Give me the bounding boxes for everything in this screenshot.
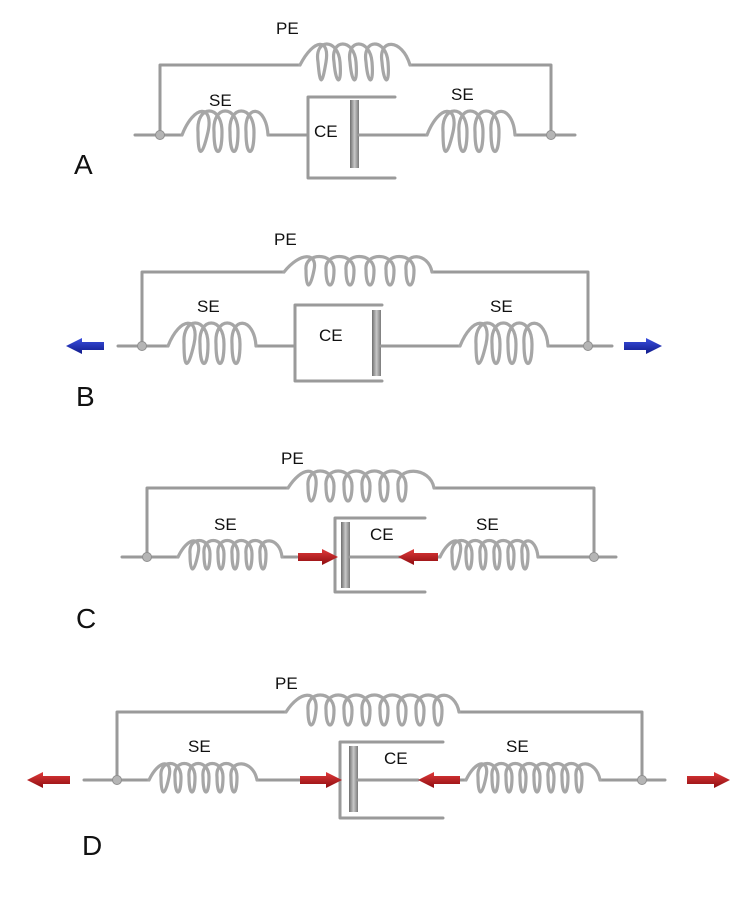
- se-spring-right: [425, 109, 517, 154]
- panel-label-b: B: [76, 381, 95, 412]
- ce-rod: [350, 100, 359, 168]
- se-spring-right: [464, 761, 602, 794]
- pe-top-wire: [115, 710, 644, 782]
- pe-label: PE: [276, 19, 299, 38]
- pe-label: PE: [274, 230, 297, 249]
- arrow-right-icon: [298, 549, 338, 565]
- se-spring-left: [147, 761, 259, 794]
- ce-label: CE: [384, 749, 408, 768]
- arrow-right-icon: [300, 772, 342, 788]
- ce-label: CE: [314, 122, 338, 141]
- panel-a: PE SE CE SE A: [74, 19, 577, 180]
- arrow-right-icon: [624, 338, 662, 354]
- junction-node-left: [112, 775, 122, 785]
- se-label-right: SE: [490, 297, 513, 316]
- pe-spring: [298, 42, 412, 82]
- ce-housing: [293, 303, 384, 383]
- panel-label-d: D: [82, 830, 102, 861]
- se-label-right: SE: [476, 515, 499, 534]
- junction-node-left: [142, 552, 152, 562]
- panel-d: PE SE CE SE D: [27, 674, 730, 861]
- arrow-right-icon: [687, 772, 730, 788]
- ce-label: CE: [370, 525, 394, 544]
- pe-label: PE: [281, 449, 304, 468]
- se-label-left: SE: [209, 91, 232, 110]
- ce-rod: [372, 310, 381, 376]
- se-spring-right: [438, 538, 540, 571]
- se-label-left: SE: [214, 515, 237, 534]
- pe-top-wire: [145, 486, 596, 559]
- junction-node-right: [637, 775, 647, 785]
- panel-b: PE SE CE SE B: [66, 230, 662, 412]
- junction-node-right: [583, 341, 593, 351]
- junction-node-left: [137, 341, 147, 351]
- junction-node-right: [546, 130, 556, 140]
- ce-label: CE: [319, 326, 343, 345]
- pe-label: PE: [275, 674, 298, 693]
- pe-spring: [282, 255, 434, 287]
- se-label-right: SE: [451, 85, 474, 104]
- arrow-left-icon: [66, 338, 104, 354]
- pe-spring: [284, 693, 461, 727]
- ce-housing: [306, 95, 397, 180]
- ce-rod: [341, 522, 350, 588]
- panel-label-c: C: [76, 603, 96, 634]
- arrow-left-icon: [398, 549, 438, 565]
- pe-top-wire: [158, 63, 553, 137]
- se-spring-left: [176, 538, 284, 571]
- se-label-left: SE: [197, 297, 220, 316]
- pe-spring: [286, 469, 436, 503]
- se-spring-right: [458, 321, 550, 366]
- panel-c: PE SE CE SE C: [76, 449, 618, 634]
- arrow-left-icon: [418, 772, 460, 788]
- panel-label-a: A: [74, 149, 93, 180]
- se-spring-left: [180, 109, 270, 154]
- arrow-left-icon: [27, 772, 70, 788]
- ce-housing: [333, 516, 427, 594]
- se-label-left: SE: [188, 737, 211, 756]
- junction-node-left: [155, 130, 165, 140]
- se-label-right: SE: [506, 737, 529, 756]
- ce-rod: [349, 746, 358, 812]
- junction-node-right: [589, 552, 599, 562]
- pe-top-wire: [140, 270, 590, 348]
- se-spring-left: [166, 321, 258, 366]
